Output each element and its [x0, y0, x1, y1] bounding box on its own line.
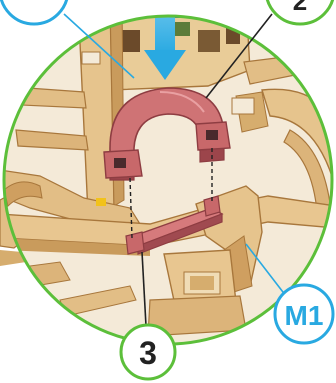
part-2-callout: 2: [266, 0, 334, 24]
part-3-callout: 3: [121, 325, 175, 379]
part-2-label: 2: [293, 0, 307, 16]
m1-callout: M1: [275, 285, 333, 343]
top-left-callout: [0, 0, 68, 24]
m1-label: M1: [285, 300, 324, 331]
part-3-label: 3: [139, 335, 157, 371]
